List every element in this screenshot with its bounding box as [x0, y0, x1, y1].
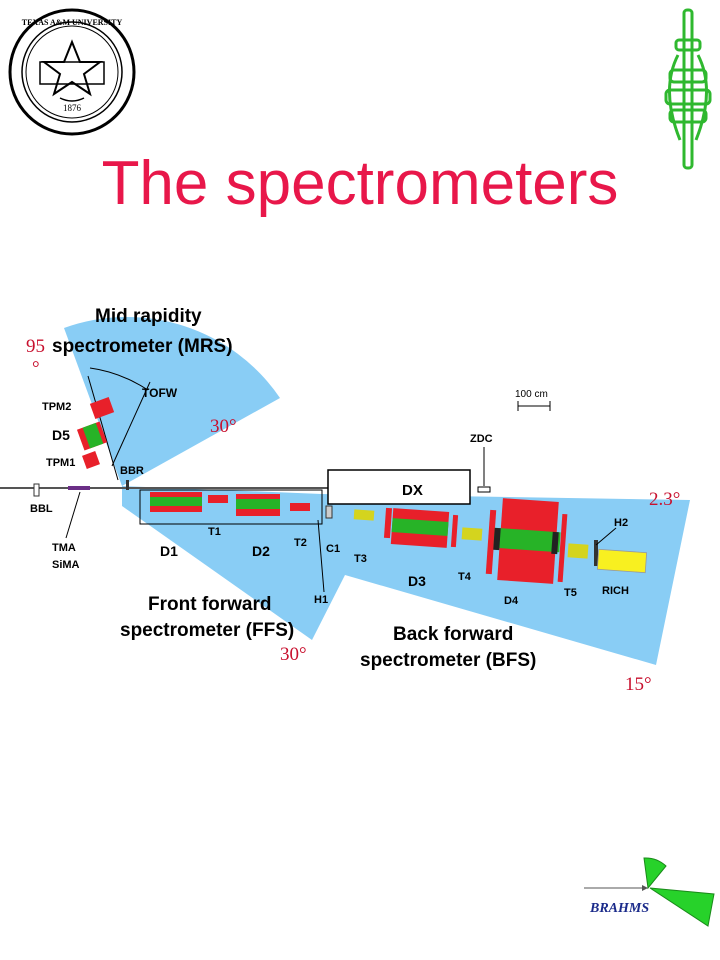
d2-pole [236, 499, 280, 509]
label-t3: T3 [354, 553, 367, 565]
label-d2: D2 [252, 543, 270, 559]
t3-chamber [383, 507, 393, 539]
d5-magnet-green [82, 422, 104, 449]
label-d1: D1 [160, 543, 178, 559]
d4-front-chamber [485, 509, 497, 575]
scale-label: 100 cm [515, 389, 548, 400]
ffs-envelope [139, 489, 323, 525]
tpm1-chamber [82, 451, 100, 469]
label-t1: T1 [208, 526, 221, 538]
label-sima: SiMA [52, 559, 80, 571]
tpm2-chamber [89, 397, 115, 419]
d4-pole [493, 527, 561, 553]
tma-detector [68, 486, 90, 490]
seal-year: 1876 [63, 103, 82, 113]
label-d5: D5 [52, 427, 70, 443]
coil-logo-icon [664, 8, 712, 170]
t5-chamber [567, 543, 589, 559]
ffs-label-line2: spectrometer (FFS) [120, 620, 294, 641]
label-d4: D4 [504, 595, 519, 607]
h2-leader [595, 527, 617, 546]
bbr-detector [126, 480, 129, 490]
mrs-coverage-wedge [64, 316, 280, 486]
d4-coil-right [551, 531, 559, 555]
c1-counter [353, 509, 375, 521]
tofw-leader [111, 381, 151, 467]
rich-detector [596, 548, 648, 574]
label-rich: RICH [602, 585, 629, 597]
d3-end-chamber [450, 514, 459, 548]
angle-mrs-min: 30° [210, 416, 237, 437]
d3-pole [391, 518, 449, 536]
label-tofw: TOFW [142, 386, 178, 400]
angle-mrs-max-degree: ° [32, 358, 40, 379]
dx-magnet [327, 469, 471, 505]
label-tma: TMA [52, 542, 76, 554]
h1-detector [325, 505, 333, 519]
label-zdc: ZDC [470, 433, 493, 445]
angle-bfs-max: 15° [625, 674, 652, 695]
h1-leader [317, 519, 325, 593]
label-h2: H2 [614, 517, 628, 529]
label-tpm2: TPM2 [42, 401, 71, 413]
label-t4: T4 [458, 571, 472, 583]
slide-title: The spectrometers [101, 149, 619, 218]
bfs-label-line2: spectrometer (BFS) [360, 650, 536, 671]
angle-ffs-min: 30° [280, 644, 307, 665]
label-t2: T2 [294, 537, 307, 549]
label-dx: DX [402, 482, 423, 499]
label-t5: T5 [564, 587, 577, 599]
d4-coil-left [493, 527, 501, 551]
seal-text: TEXAS A&M UNIVERSITY [22, 18, 123, 27]
label-d3: D3 [408, 573, 426, 589]
label-bbr: BBR [120, 465, 144, 477]
label-bbl: BBL [30, 503, 53, 515]
mrs-arc-marker [89, 367, 149, 391]
label-c1: C1 [326, 543, 340, 555]
mrs-label-line2: spectrometer (MRS) [52, 336, 233, 357]
t1-chamber [208, 495, 228, 503]
mrs-label-line1: Mid rapidity [95, 306, 202, 327]
brahms-logo-text: BRAHMS [589, 901, 649, 916]
bfs-label-line1: Back forward [393, 624, 513, 645]
d4-rear-chamber [557, 513, 568, 583]
t4-chamber [461, 527, 483, 541]
scale-bar: 100 cm [515, 389, 551, 411]
t2-chamber [290, 503, 310, 511]
angle-mrs-max: 95 [26, 336, 45, 357]
bbl-detector [33, 483, 40, 497]
label-h1: H1 [314, 594, 328, 606]
university-seal: TEXAS A&M UNIVERSITY 1876 [8, 8, 136, 136]
h2-detector [594, 540, 598, 566]
tma-leader [65, 491, 81, 539]
angle-bfs-min: 2.3° [649, 489, 680, 510]
ffs-label-line1: Front forward [148, 594, 272, 615]
zdc-detector [477, 486, 491, 493]
d1-pole [150, 497, 202, 506]
label-tpm1: TPM1 [46, 457, 75, 469]
brahms-logo: BRAHMS [584, 857, 715, 927]
